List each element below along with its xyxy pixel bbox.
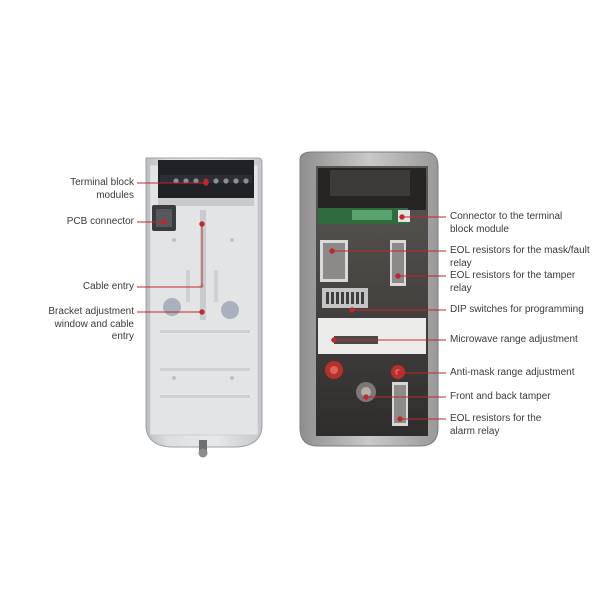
label-pcb-connector: PCB connector [67, 216, 134, 229]
label-microwave-range: Microwave range adjustment [450, 334, 578, 347]
cable-knockout-right [221, 301, 239, 319]
label-cable-entry: Cable entry [83, 281, 134, 294]
cable-knockout-left [163, 298, 181, 316]
front-housing [300, 152, 438, 446]
label-front-back-tamper: Front and back tamper [450, 391, 551, 404]
label-anti-mask-range: Anti-mask range adjustment [450, 367, 575, 380]
back-housing [146, 158, 262, 458]
label-dip-switches: DIP switches for programming [450, 304, 584, 317]
